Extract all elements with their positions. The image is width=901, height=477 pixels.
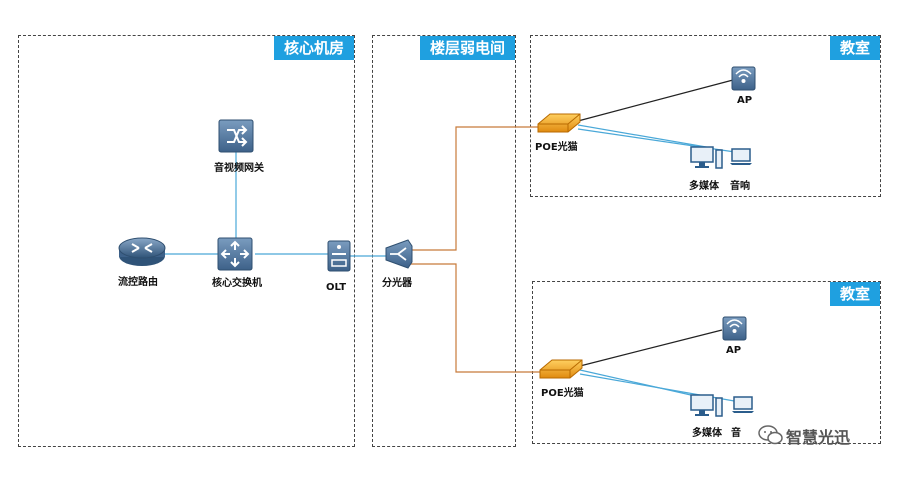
zone-title-floor-closet: 楼层弱电间 (419, 36, 515, 60)
multimedia-top-icon (690, 146, 724, 174)
link-poe-bottom-multimedia (579, 369, 705, 399)
wechat-logo-icon (758, 424, 784, 450)
zone-floor-closet: 楼层弱电间 (372, 35, 516, 447)
watermark-text: 智慧光迅 (786, 428, 851, 447)
link-poe-bottom-ap (579, 329, 723, 367)
ap-top-icon (731, 66, 757, 96)
core-switch-label: 核心交换机 (212, 278, 262, 289)
audio-top-label: 音响 (730, 181, 750, 192)
router-icon (117, 236, 167, 272)
olt-label: OLT (326, 282, 347, 293)
zone-title-classroom-top: 教室 (829, 36, 880, 60)
ap-bottom-icon (722, 316, 748, 346)
poe-modem-top-label: POE光猫 (535, 142, 578, 153)
multimedia-bottom-label: 多媒体 (692, 428, 722, 439)
core-switch-icon (216, 236, 256, 276)
ap-top-label: AP (737, 95, 753, 106)
fiber-splitter-poe-top (410, 126, 538, 251)
splitter-icon (384, 238, 414, 274)
speaker-bottom-icon (731, 396, 755, 418)
link-poe-top-ap (577, 79, 734, 122)
ap-bottom-label: AP (726, 345, 742, 356)
poe-modem-bottom-icon (538, 358, 584, 384)
gateway-icon (217, 118, 257, 158)
gateway-label: 音视频网关 (214, 163, 264, 174)
fiber-splitter-poe-bottom (410, 263, 540, 373)
poe-modem-top-icon (536, 112, 582, 138)
multimedia-bottom-icon (690, 394, 724, 422)
audio-bottom-label: 音 (731, 428, 741, 439)
zone-classroom-top: 教室 (530, 35, 881, 197)
poe-modem-bottom-label: POE光猫 (541, 388, 584, 399)
router-label: 流控路由 (118, 277, 158, 288)
multimedia-top-label: 多媒体 (689, 181, 719, 192)
olt-icon (327, 240, 353, 278)
zone-core-room: 核心机房 (18, 35, 355, 447)
link-poe-top-multimedia (577, 124, 713, 149)
splitter-label: 分光器 (382, 278, 412, 289)
zone-title-core-room: 核心机房 (273, 36, 354, 60)
zone-title-classroom-bottom: 教室 (829, 282, 880, 306)
zone-classroom-bottom: 教室 (532, 281, 881, 444)
speaker-top-icon (729, 148, 753, 170)
